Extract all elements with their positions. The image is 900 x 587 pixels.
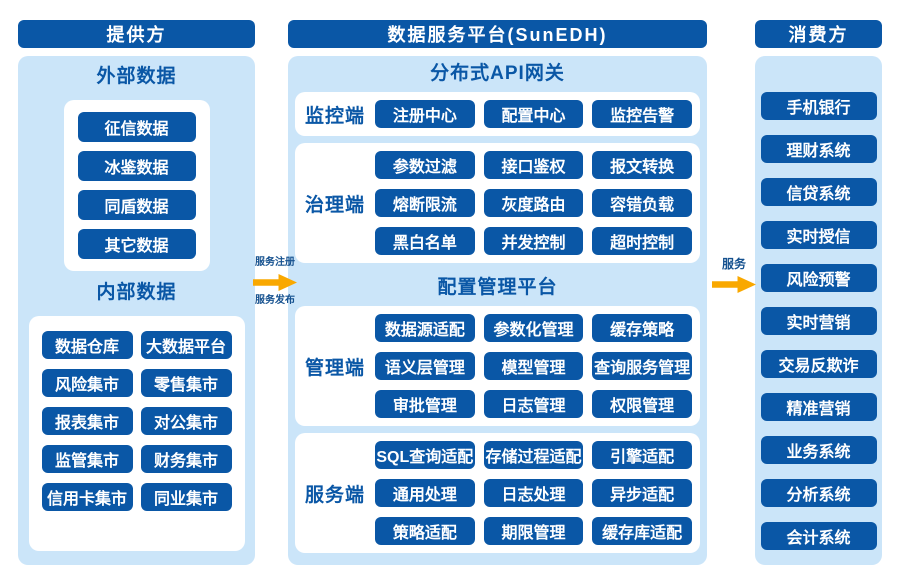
internal-data-item: 对公集市 — [140, 407, 232, 435]
platform-node: 黑白名单 — [375, 227, 475, 255]
platform-node: 参数过滤 — [375, 151, 475, 179]
external-data-item: 其它数据 — [77, 229, 196, 259]
management-group: 管理端 数据源适配 参数化管理 缓存策略 语义层管理 模型管理 查询服务管理 审… — [295, 306, 700, 426]
platform-node: 注册中心 — [375, 100, 475, 128]
governance-group-grid: 参数过滤 接口鉴权 报文转换 熔断限流 灰度路由 容错负载 黑白名单 并发控制 … — [375, 151, 692, 255]
platform-node: 异步适配 — [592, 479, 692, 507]
provider-to-platform-connector: 服务注册 服务发布 — [250, 257, 300, 307]
consumer-system: 业务系统 — [760, 436, 877, 464]
external-data-item: 征信数据 — [77, 112, 196, 142]
external-data-item: 同盾数据 — [77, 190, 196, 220]
platform-node: 审批管理 — [375, 390, 475, 418]
management-group-grid: 数据源适配 参数化管理 缓存策略 语义层管理 模型管理 查询服务管理 审批管理 … — [375, 314, 692, 418]
platform-node: 参数化管理 — [483, 314, 584, 342]
consumer-system: 实时授信 — [760, 221, 877, 249]
service-register-label: 服务注册 — [255, 257, 295, 268]
consumer-system: 手机银行 — [760, 92, 877, 120]
platform-node: 熔断限流 — [375, 189, 475, 217]
platform-node: 数据源适配 — [375, 314, 475, 342]
platform-node: 模型管理 — [483, 352, 584, 380]
external-data-heading: 外部数据 — [96, 66, 177, 87]
internal-data-item: 报表集市 — [41, 407, 133, 435]
internal-data-box: 数据仓库 大数据平台 风险集市 零售集市 报表集市 对公集市 监管集市 财务集市… — [28, 316, 245, 551]
providers-panel: 外部数据 征信数据 冰鉴数据 同盾数据 其它数据 内部数据 数据仓库 大数据平台… — [18, 56, 255, 565]
consumer-system: 交易反欺诈 — [760, 350, 877, 378]
external-data-item: 冰鉴数据 — [77, 151, 196, 181]
platform-node: 日志处理 — [483, 479, 584, 507]
platform-node: 报文转换 — [592, 151, 692, 179]
governance-group: 治理端 参数过滤 接口鉴权 报文转换 熔断限流 灰度路由 容错负载 黑白名单 并… — [295, 143, 700, 263]
consumer-system: 分析系统 — [760, 479, 877, 507]
platform-node: 容错负载 — [592, 189, 692, 217]
platform-panel: 分布式API网关 监控端 注册中心 配置中心 监控告警 治理端 参数过滤 接口鉴… — [288, 56, 707, 565]
platform-node: 并发控制 — [483, 227, 584, 255]
platform-node: 超时控制 — [592, 227, 692, 255]
management-group-label: 管理端 — [304, 357, 365, 379]
providers-column: 提供方 外部数据 征信数据 冰鉴数据 同盾数据 其它数据 内部数据 数据仓库 大… — [18, 20, 255, 565]
platform-node: 策略适配 — [375, 517, 475, 545]
internal-data-item: 信用卡集市 — [41, 483, 133, 511]
internal-data-item: 大数据平台 — [140, 331, 232, 359]
consumer-system: 精准营销 — [760, 393, 877, 421]
governance-group-label: 治理端 — [304, 194, 365, 216]
consumer-system: 信贷系统 — [760, 178, 877, 206]
platform-node: 缓存库适配 — [592, 517, 692, 545]
internal-data-item: 数据仓库 — [41, 331, 133, 359]
internal-data-heading: 内部数据 — [96, 282, 177, 303]
service-group-label: 服务端 — [304, 484, 365, 506]
consumer-system: 理财系统 — [760, 135, 877, 163]
service-label: 服务 — [721, 257, 746, 271]
platform-node: 接口鉴权 — [483, 151, 584, 179]
config-platform-heading: 配置管理平台 — [437, 277, 558, 298]
right-arrow-icon — [712, 276, 756, 293]
platform-node: 权限管理 — [592, 390, 692, 418]
platform-node: 语义层管理 — [375, 352, 475, 380]
internal-data-item: 风险集市 — [41, 369, 133, 397]
platform-node: 引擎适配 — [592, 441, 692, 469]
monitor-group-grid: 注册中心 配置中心 监控告警 — [375, 100, 692, 128]
internal-data-item: 监管集市 — [41, 445, 133, 473]
api-gateway-heading: 分布式API网关 — [430, 63, 565, 84]
consumers-header: 消费方 — [755, 20, 882, 48]
right-arrow-icon — [253, 274, 297, 291]
consumer-system: 会计系统 — [760, 522, 877, 550]
platform-node: 监控告警 — [592, 100, 692, 128]
internal-data-item: 零售集市 — [140, 369, 232, 397]
platform-header: 数据服务平台(SunEDH) — [288, 20, 707, 48]
service-group: 服务端 SQL查询适配 存储过程适配 引擎适配 通用处理 日志处理 异步适配 策… — [295, 433, 700, 553]
internal-data-item: 财务集市 — [140, 445, 232, 473]
monitor-group-label: 监控端 — [304, 105, 365, 127]
external-data-box: 征信数据 冰鉴数据 同盾数据 其它数据 — [63, 100, 210, 271]
platform-node: 查询服务管理 — [592, 352, 692, 380]
platform-column: 数据服务平台(SunEDH) 分布式API网关 监控端 注册中心 配置中心 监控… — [288, 20, 707, 565]
service-group-grid: SQL查询适配 存储过程适配 引擎适配 通用处理 日志处理 异步适配 策略适配 … — [375, 441, 692, 545]
service-publish-label: 服务发布 — [255, 295, 295, 306]
consumers-column: 消费方 手机银行 理财系统 信贷系统 实时授信 风险预警 实时营销 交易反欺诈 … — [755, 20, 882, 565]
platform-node: 存储过程适配 — [483, 441, 584, 469]
platform-node: 通用处理 — [375, 479, 475, 507]
platform-node: 灰度路由 — [483, 189, 584, 217]
platform-to-consumer-connector: 服务 — [711, 257, 757, 297]
platform-node: 缓存策略 — [592, 314, 692, 342]
internal-data-item: 同业集市 — [140, 483, 232, 511]
consumers-panel: 手机银行 理财系统 信贷系统 实时授信 风险预警 实时营销 交易反欺诈 精准营销… — [755, 56, 882, 565]
platform-node: 配置中心 — [483, 100, 584, 128]
consumer-system: 实时营销 — [760, 307, 877, 335]
platform-node: SQL查询适配 — [375, 441, 475, 469]
consumer-system: 风险预警 — [760, 264, 877, 292]
platform-node: 日志管理 — [483, 390, 584, 418]
providers-header: 提供方 — [18, 20, 255, 48]
platform-node: 期限管理 — [483, 517, 584, 545]
monitor-group: 监控端 注册中心 配置中心 监控告警 — [295, 92, 700, 136]
